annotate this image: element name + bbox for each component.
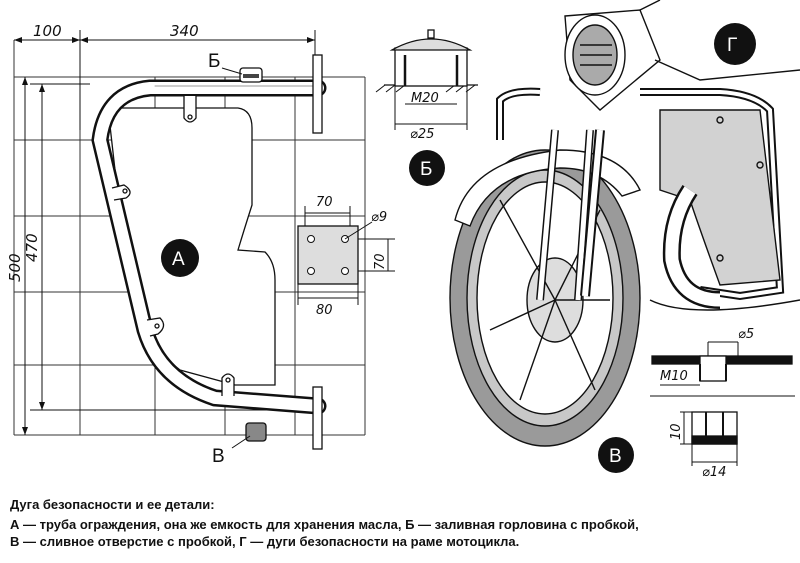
dim-plug-diam: ⌀14 xyxy=(702,465,726,480)
lower-mount-plate xyxy=(312,386,323,450)
dim-plug-height: 10 xyxy=(669,423,684,440)
drain-plug-detail xyxy=(650,341,795,466)
marker-a: А xyxy=(161,239,199,277)
leader-b xyxy=(221,67,243,75)
mounting-lugs xyxy=(111,96,235,396)
svg-text:В: В xyxy=(609,446,622,467)
dim-plug-hole: ⌀5 xyxy=(738,327,754,342)
leader-v xyxy=(231,435,251,449)
figure-caption: Дуга безопасности и ее детали: А — труба… xyxy=(10,496,795,550)
crash-bar-tube xyxy=(91,79,327,415)
dim-neck-diam: ⌀25 xyxy=(410,127,434,142)
label-b-tag: Б xyxy=(208,51,220,72)
dimension-lines xyxy=(14,30,316,435)
motorcycle-front xyxy=(449,0,800,447)
dimension-arrows xyxy=(14,37,315,435)
drain-plug-on-tube xyxy=(245,422,267,442)
dim-top-left: 100 xyxy=(33,22,62,40)
dim-plate-side: 70 xyxy=(373,253,388,270)
dim-height-inner: 470 xyxy=(23,233,41,262)
filler-neck-on-tube xyxy=(239,67,263,83)
technical-drawing: 100 340 500 470 Б В А xyxy=(6,0,800,480)
dim-height-outer: 500 xyxy=(6,253,24,282)
label-v-tag: В xyxy=(212,446,225,467)
svg-text:Б: Б xyxy=(420,159,432,180)
filler-neck-detail xyxy=(375,29,478,130)
mounting-plate-detail xyxy=(297,206,395,305)
marker-g: Г xyxy=(714,23,756,65)
dim-hole: ⌀9 xyxy=(371,210,387,225)
dim-neck-thread: М20 xyxy=(411,91,439,106)
svg-text:Г: Г xyxy=(727,35,737,56)
dim-top-width: 340 xyxy=(170,22,199,40)
marker-v: В xyxy=(598,437,634,473)
dim-plate-top: 70 xyxy=(316,195,333,210)
upper-mount-plate xyxy=(312,54,323,134)
caption-line-1: А — труба ограждения, она же емкость для… xyxy=(10,517,639,532)
svg-text:А: А xyxy=(172,249,185,270)
caption-line-2: В — сливное отверстие с пробкой, Г — дуг… xyxy=(10,534,520,549)
dim-plug-thread: М10 xyxy=(660,369,688,384)
dim-plate-bottom: 80 xyxy=(316,303,333,318)
caption-title: Дуга безопасности и ее детали: xyxy=(10,497,215,512)
marker-b: Б xyxy=(409,150,445,186)
